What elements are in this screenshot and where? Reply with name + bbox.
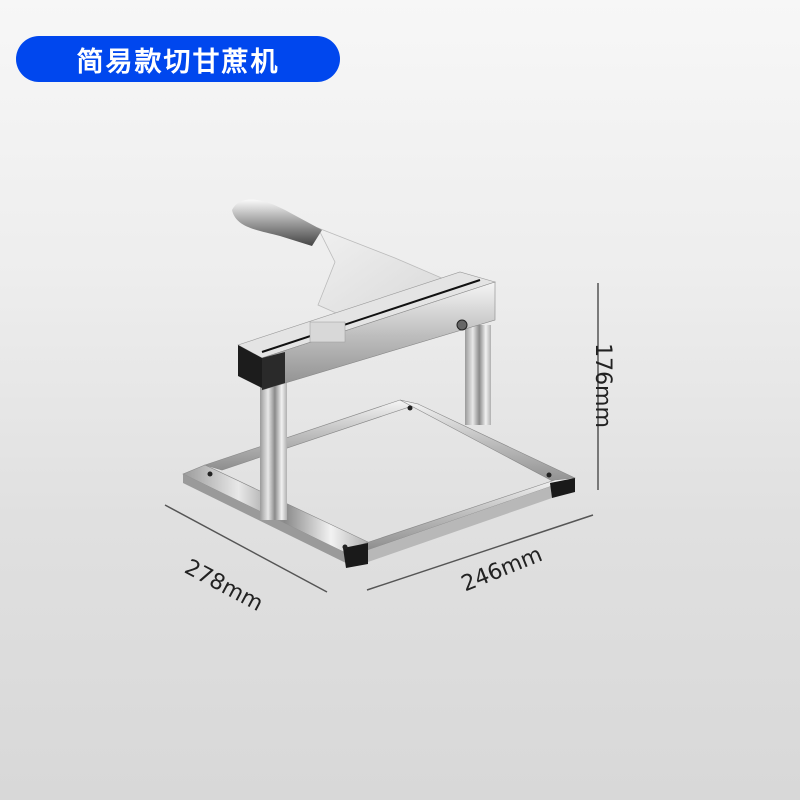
- top-bar: [237, 271, 497, 391]
- height-dimension-label: 176mm: [589, 343, 615, 428]
- dimension-lines: [164, 283, 599, 593]
- title-text: 简易款切甘蔗机: [76, 46, 280, 78]
- legs: [260, 325, 491, 520]
- title-banner: 简易款切甘蔗机: [16, 36, 340, 82]
- base-frame: [182, 399, 576, 568]
